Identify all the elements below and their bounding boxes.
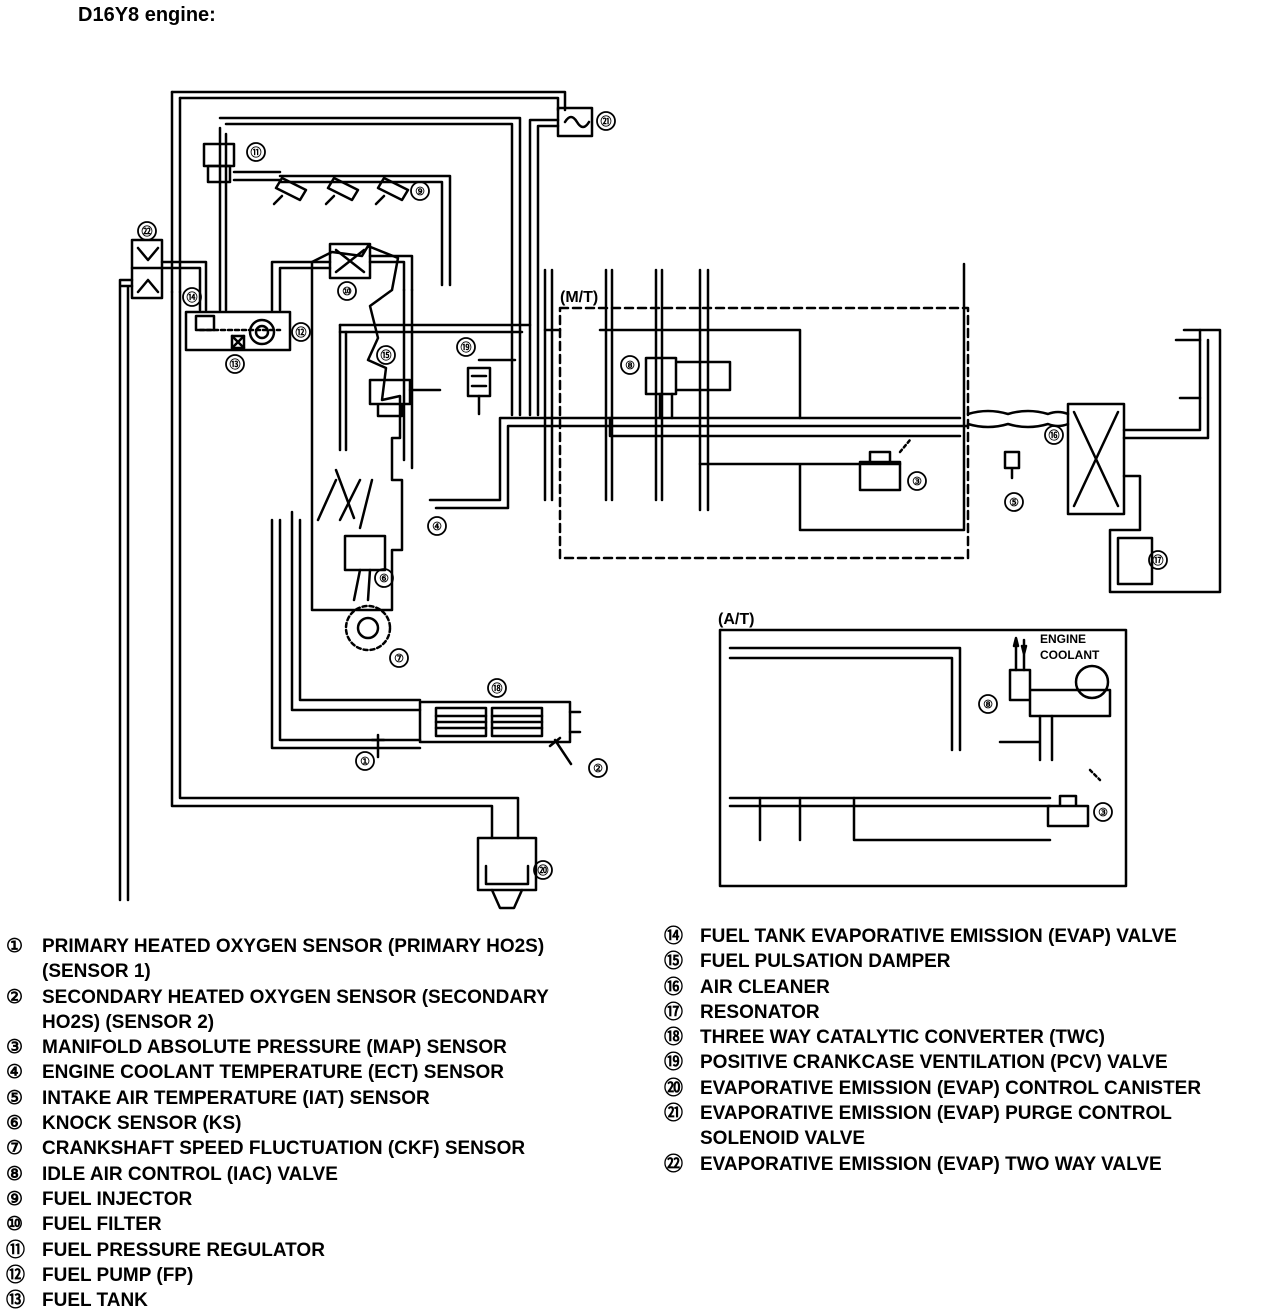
callout-19: ⑲ <box>461 340 472 354</box>
callout-8: ⑧ <box>625 360 635 372</box>
at-box <box>718 628 1128 888</box>
cylinder-piston <box>343 534 387 572</box>
fuel-pump <box>248 318 276 346</box>
callout-13: ⑬ <box>230 357 241 371</box>
page-title: D16Y8 engine: <box>78 4 216 26</box>
callout-12: ⑫ <box>296 325 307 339</box>
o2-sensor-1 <box>370 733 386 759</box>
callout-7: ⑦ <box>394 653 404 665</box>
vapor-line-outer <box>170 90 567 112</box>
callout-22: ㉒ <box>142 224 153 238</box>
fuel-injectors <box>272 174 452 287</box>
engine-head <box>310 244 404 612</box>
callout-1: ① <box>360 756 370 768</box>
mt-label: (M/T) <box>560 289 598 306</box>
pcv-line <box>338 323 532 334</box>
purge-solenoid-inner <box>563 115 591 129</box>
intake-pipe <box>428 416 970 510</box>
map-sensor-at <box>1046 794 1090 828</box>
o2-sensor-2 <box>548 736 573 766</box>
callout-21: ㉑ <box>601 114 612 128</box>
vapor-line-outer-inner <box>178 96 560 112</box>
callout-16: ⑯ <box>1049 428 1060 442</box>
iac-valve-at <box>1008 668 1112 718</box>
callout-14: ⑭ <box>187 290 198 304</box>
iac-valve-mt <box>644 356 732 396</box>
purge-line-inner <box>536 124 560 417</box>
engine-coolant-label-2: COOLANT <box>1040 648 1100 662</box>
air-cleaner <box>1066 402 1126 516</box>
fuel-pulsation-damper <box>368 378 412 418</box>
resonator <box>1116 536 1154 586</box>
fuel-line-top <box>218 116 522 417</box>
at-label: (A/T) <box>718 611 754 628</box>
callout-17: ⑰ <box>1153 553 1164 567</box>
crank-gear <box>344 604 392 652</box>
callout-3: ③ <box>912 476 922 488</box>
callout-6: ⑥ <box>379 573 389 585</box>
callout-4: ④ <box>432 521 442 533</box>
callout-8-at: ⑧ <box>983 699 993 711</box>
purge-solenoid <box>556 106 594 138</box>
mt-box <box>558 306 970 560</box>
pcv-valve <box>466 366 492 398</box>
air-duct <box>966 409 1070 416</box>
callout-9: ⑨ <box>415 186 425 198</box>
callout-10: ⑩ <box>342 286 352 298</box>
exhaust-manifold <box>290 510 422 712</box>
legend-item: SOLENOID VALVE <box>700 1128 866 1150</box>
tank-evap-valve <box>194 314 216 332</box>
map-sensor-mt <box>858 450 902 492</box>
purge-line <box>528 118 560 417</box>
callout-20: ⑳ <box>538 863 549 877</box>
iat-sensor <box>1003 450 1021 480</box>
catalytic-converter <box>418 700 572 744</box>
callout-15: ⑮ <box>381 348 392 362</box>
canister-lines <box>170 290 520 840</box>
emission-system-diagram: ① ② ③ ④ ⑤ ⑥ ⑦ ⑧ ⑨ ⑩ ⑪ ⑫ ⑬ ⑭ ⑮ ⑯ ⑰ ⑱ ⑲ ⑳ … <box>118 90 1222 910</box>
fuel-tank <box>184 310 292 352</box>
legend-item: HO2S) (SENSOR 2) <box>42 1011 215 1033</box>
legend-item: (SENSOR 1) <box>42 961 151 983</box>
callout-18: ⑱ <box>492 681 503 695</box>
callout-11: ⑪ <box>251 145 262 159</box>
callout-2: ② <box>593 763 603 775</box>
engine-coolant-label-1: ENGINE <box>1040 632 1086 646</box>
fuel-line-top-inner <box>224 122 514 417</box>
callout-5: ⑤ <box>1009 497 1019 509</box>
callout-3-at: ③ <box>1098 807 1108 819</box>
